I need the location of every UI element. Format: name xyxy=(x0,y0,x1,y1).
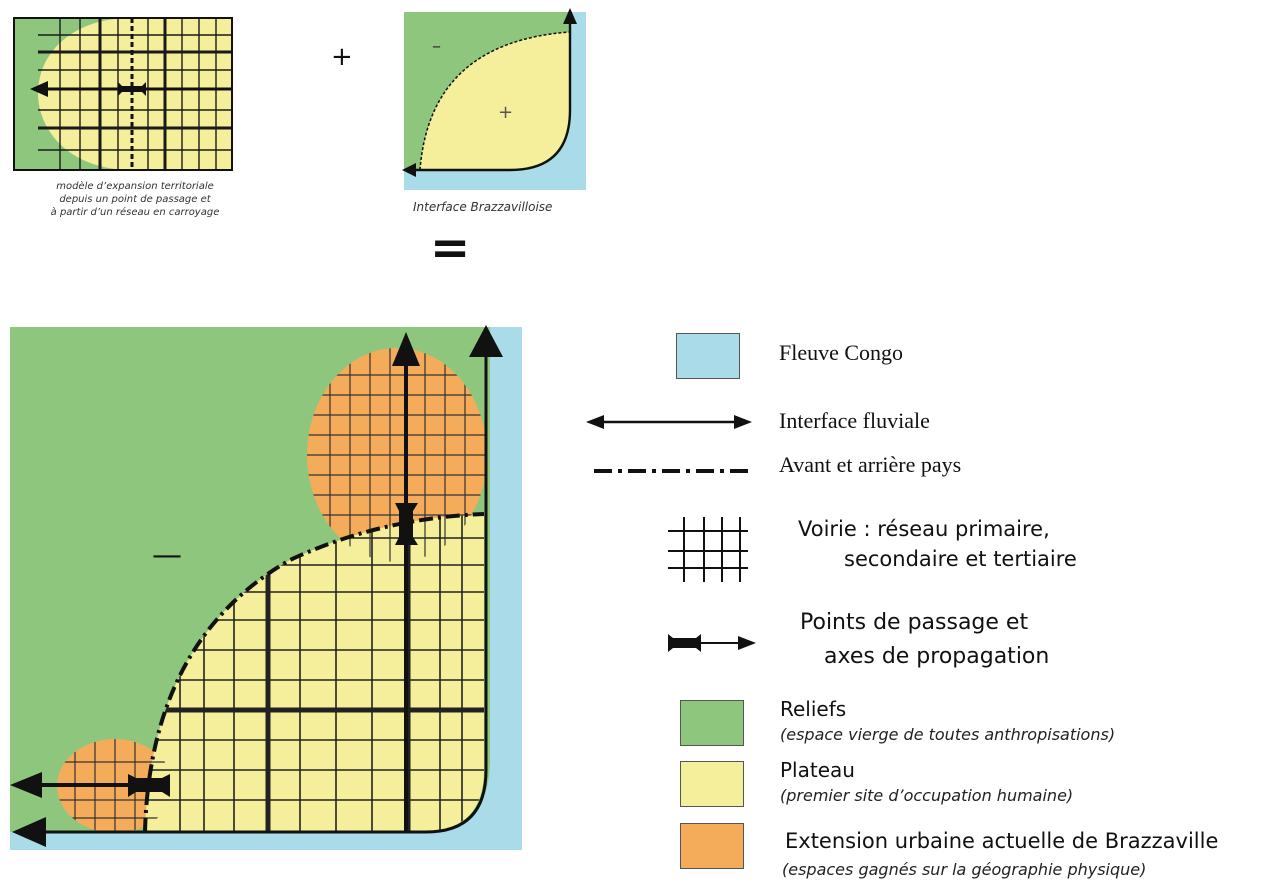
interface-diagram xyxy=(402,8,586,190)
equals-operator: = xyxy=(430,220,471,276)
interface-dashed-boundary xyxy=(419,31,571,171)
main-minus-sign: — xyxy=(152,538,182,573)
main-passage-point-bottom xyxy=(128,774,170,797)
interface-arrow-up xyxy=(563,8,577,24)
main-grid-plateau xyxy=(145,514,484,832)
legend-swatch-extension xyxy=(680,823,744,869)
legend-label-points: Points de passage et axes de propagation xyxy=(800,610,1050,669)
legend-symbol-voirie xyxy=(668,517,748,582)
interface-plateau-area xyxy=(420,32,570,170)
legend-sublabel-plateau: (premier site d’occupation humaine) xyxy=(780,786,1074,805)
interface-minus-sign: – xyxy=(432,36,441,57)
main-passage-point-top xyxy=(395,503,418,545)
main-arrow-left-bottom xyxy=(12,817,46,847)
main-plateau-area xyxy=(145,514,484,832)
expansion-model-diagram xyxy=(13,17,233,171)
model-arrow-head xyxy=(30,81,48,97)
legend-swatch-reliefs xyxy=(680,700,744,746)
model-passage-point xyxy=(118,82,146,96)
model-plateau-area xyxy=(38,18,232,170)
legend-label-extension: Extension urbaine actuelle de Brazzavill… xyxy=(785,829,1219,853)
model-caption: modèle d’expansion territoriale depuis u… xyxy=(50,181,220,218)
main-arrow-left-axis xyxy=(10,772,42,798)
interface-river-edge xyxy=(412,20,572,172)
interface-arrow-left xyxy=(402,163,416,177)
legend-sublabel-reliefs: (espace vierge de toutes anthropisations… xyxy=(780,725,1116,744)
legend-swatch-plateau xyxy=(680,761,744,807)
legend-label-voirie: Voirie : réseau primaire, secondaire et … xyxy=(798,517,1077,571)
legend-symbol-passage xyxy=(668,634,756,652)
legend-swatch-fleuve xyxy=(676,333,740,379)
legend-label-interface: Interface fluviale xyxy=(779,408,930,433)
legend-label-avant-arriere: Avant et arrière pays xyxy=(779,452,962,477)
plus-operator: + xyxy=(331,42,353,72)
legend-label-plateau: Plateau xyxy=(780,758,855,782)
main-arrow-up-axis xyxy=(392,332,420,366)
interface-plus-sign: + xyxy=(498,102,514,123)
main-arrow-up-right xyxy=(469,325,503,357)
legend-label-reliefs: Reliefs xyxy=(780,697,847,721)
legend-sublabel-extension: (espaces gagnés sur la géographie physiq… xyxy=(782,860,1147,879)
interface-caption: Interface Brazzavilloise xyxy=(413,200,553,214)
main-map xyxy=(10,325,522,850)
legend-label-fleuve: Fleuve Congo xyxy=(779,340,904,365)
legend-symbol-interface xyxy=(586,415,756,652)
main-river-edge xyxy=(38,352,488,834)
